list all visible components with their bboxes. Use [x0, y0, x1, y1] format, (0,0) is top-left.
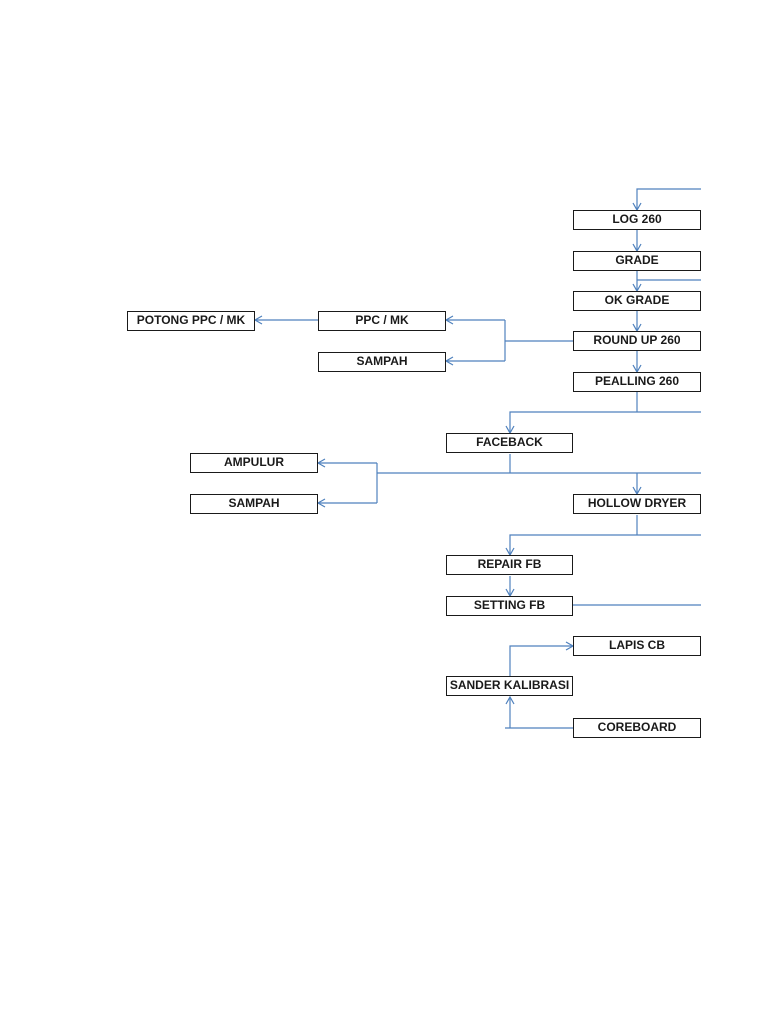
node-repair-fb: REPAIR FB	[446, 555, 573, 575]
node-coreboard: COREBOARD	[573, 718, 701, 738]
node-lapis-cb: LAPIS CB	[573, 636, 701, 656]
node-ampulur: AMPULUR	[190, 453, 318, 473]
node-potong-ppc-mk: POTONG PPC / MK	[127, 311, 255, 331]
node-ok-grade: OK GRADE	[573, 291, 701, 311]
node-faceback: FACEBACK	[446, 433, 573, 453]
node-round-up-260: ROUND UP 260	[573, 331, 701, 351]
node-grade: GRADE	[573, 251, 701, 271]
node-setting-fb: SETTING FB	[446, 596, 573, 616]
connector-lines	[255, 188, 701, 729]
node-hollow-dryer: HOLLOW DRYER	[573, 494, 701, 514]
node-log-260: LOG 260	[573, 210, 701, 230]
node-sampah-top: SAMPAH	[318, 352, 446, 372]
node-sander-kalibrasi: SANDER KALIBRASI	[446, 676, 573, 696]
node-sampah-bottom: SAMPAH	[190, 494, 318, 514]
node-ppc-mk: PPC / MK	[318, 311, 446, 331]
node-pealling-260: PEALLING 260	[573, 372, 701, 392]
